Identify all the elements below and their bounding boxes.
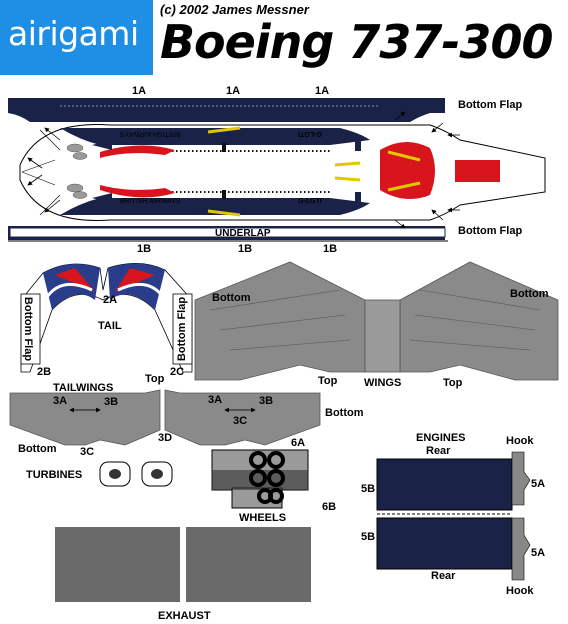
tab-3b-right: 3B — [259, 395, 274, 407]
tab-1b-label: 1B — [323, 243, 338, 255]
tailwings-bottom-right: Bottom — [325, 407, 364, 419]
registration-upper: G-LGTI — [298, 130, 322, 137]
tailwings-top-label: Top — [145, 373, 165, 385]
wings-center — [364, 299, 401, 373]
tab-1a-label: 1A — [315, 85, 330, 97]
tab-1a-label: 1A — [226, 85, 241, 97]
tab-3c-left: 3C — [80, 446, 95, 458]
tailwings-bottom-left: Bottom — [18, 443, 57, 455]
tab-3c-right: 3C — [233, 415, 248, 427]
tab-6a: 6A — [291, 437, 306, 449]
logo-text: airigami — [8, 14, 139, 53]
wings-left — [194, 261, 366, 381]
tab-3a-right: 3A — [208, 394, 223, 406]
livery-text-lower: BRITISH AIRWAYS — [120, 198, 181, 205]
engines-rear-bottom: Rear — [431, 570, 456, 582]
tab-2b-label: 2B — [37, 366, 52, 378]
bottom-flap-label: Bottom Flap — [458, 225, 523, 237]
engine-hook-top — [511, 451, 531, 506]
registration-lower: G-LGTI — [298, 198, 322, 205]
tab-6b: 6B — [322, 501, 337, 513]
tab-1b-label: 1B — [238, 243, 253, 255]
tail-bottom-flap-right: Bottom Flap — [176, 296, 189, 362]
engine-hook-bottom — [511, 517, 531, 581]
tab-3a-left: 3A — [53, 395, 68, 407]
tailwings-left — [9, 389, 161, 446]
wings-label: WINGS — [364, 377, 402, 389]
tailwings-right — [164, 389, 321, 446]
engines-label: ENGINES — [416, 432, 466, 444]
wings-bottom-left-label: Bottom — [212, 292, 251, 304]
tab-3d: 3D — [158, 432, 173, 444]
page-title: Boeing 737-300 — [160, 15, 553, 69]
airigami-logo: airigami — [0, 0, 153, 75]
tab-1b-label: 1B — [137, 243, 152, 255]
turbine-left — [99, 461, 131, 487]
tab-5b-top: 5B — [361, 483, 376, 495]
tail-label: TAIL — [98, 320, 122, 332]
wings-top-left-label: Top — [318, 375, 338, 387]
tab-5a-top: 5A — [531, 478, 546, 490]
wings-right — [399, 261, 559, 381]
livery-text-upper: BRITISH AIRWAYS — [120, 130, 181, 137]
bottom-flap-label: Bottom Flap — [458, 99, 523, 111]
tab-2a-label: 2A — [103, 294, 118, 306]
engines-hook-bottom: Hook — [506, 585, 534, 597]
exhaust-right — [186, 527, 311, 602]
tail-bottom-flap-left: Bottom Flap — [22, 296, 35, 362]
turbines-label: TURBINES — [26, 469, 83, 481]
wings-bottom-right-label: Bottom — [510, 288, 549, 300]
fuselage-upper-band — [60, 128, 370, 145]
tail-red-splash — [380, 141, 435, 199]
engines-hook-top: Hook — [506, 435, 534, 447]
speedmark-lower — [100, 185, 175, 198]
turbine-right — [141, 461, 173, 487]
tab-5b-bottom: 5B — [361, 531, 376, 543]
tab-1a-label: 1A — [132, 85, 147, 97]
wheels-part — [211, 449, 309, 509]
wheels-label: WHEELS — [239, 512, 287, 524]
speedmark-upper — [100, 145, 175, 158]
engines-rear-top: Rear — [426, 445, 451, 457]
tab-2c-label: 2C — [170, 366, 185, 378]
copyright-text: (c) 2002 James Messner — [160, 2, 309, 17]
tailwings-label: TAILWINGS — [53, 382, 114, 394]
wings-top-right-label: Top — [443, 377, 463, 389]
fuselage-lower-band — [60, 198, 370, 215]
fuselage-top-flap — [8, 98, 445, 122]
engine-top — [376, 458, 513, 511]
underlap-label: UNDERLAP — [215, 228, 271, 239]
exhaust-left — [55, 527, 180, 602]
exhaust-label: EXHAUST — [158, 610, 211, 622]
tab-3b-left: 3B — [104, 396, 119, 408]
tab-5a-bottom: 5A — [531, 547, 546, 559]
engine-bottom — [376, 517, 513, 570]
